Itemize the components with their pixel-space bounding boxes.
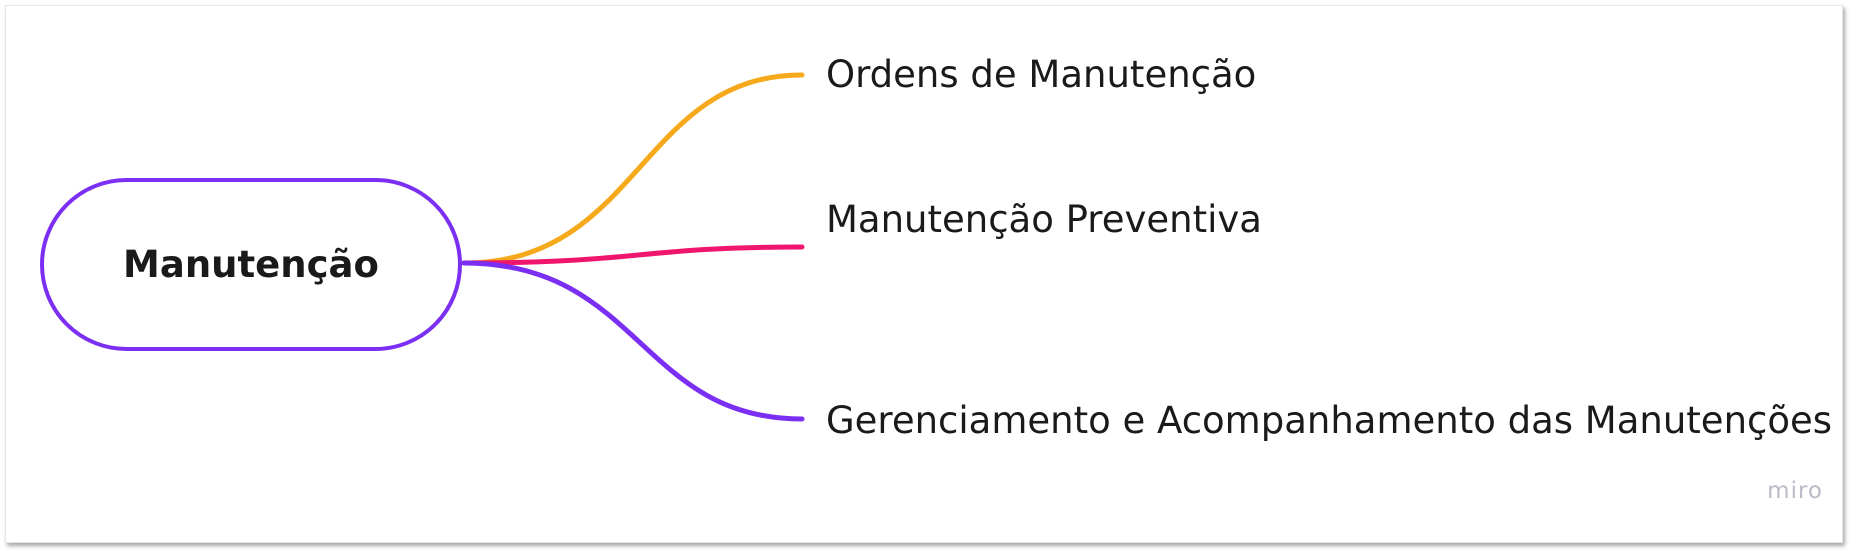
miro-watermark: miro <box>1767 478 1823 504</box>
branch-ordens-de-manutencao[interactable]: Ordens de Manutenção <box>826 53 1257 96</box>
connector-gerenciamento <box>461 260 805 422</box>
branch-gerenciamento[interactable]: Gerenciamento e Acompanhamento das Manut… <box>826 399 1833 442</box>
connector-ordens <box>461 72 805 266</box>
root-node-label: Manutenção <box>123 243 379 286</box>
branch-manutencao-preventiva[interactable]: Manutenção Preventiva <box>826 198 1262 241</box>
root-node[interactable]: Manutenção <box>40 178 462 351</box>
connector-preventiva <box>461 244 805 266</box>
